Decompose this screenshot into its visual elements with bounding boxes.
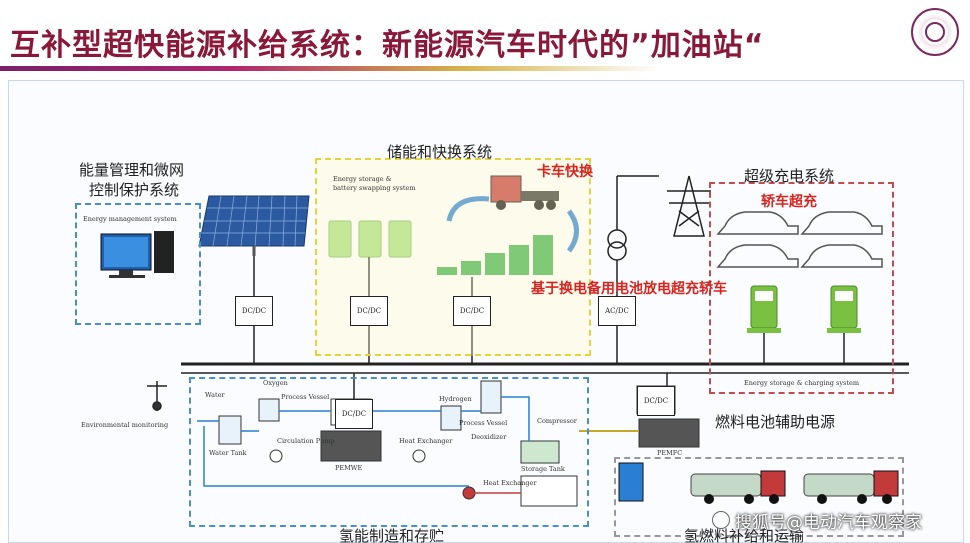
truck-swap-label: 卡车快换 <box>537 164 593 180</box>
compressor-label: Compressor <box>537 417 577 425</box>
circ-pump-label: Circulation Pump <box>277 437 335 445</box>
swap-cycle-icon <box>437 196 579 275</box>
heat-exchanger-2-label: Heat Exchanger <box>483 479 537 487</box>
heat-exchanger-label: Heat Exchanger <box>399 437 453 445</box>
title-underline <box>0 66 660 71</box>
charger-icons <box>747 285 861 333</box>
h2-fuel-label: 氢燃料补给和运输 <box>684 527 805 543</box>
oxygen-label: Oxygen <box>263 379 288 387</box>
hydrogen-production-box <box>189 377 589 527</box>
dcdc-converter-pemfc: DC/DC <box>637 386 675 416</box>
transformer-icon <box>607 175 659 296</box>
solar-panel-icon <box>198 195 310 256</box>
storage-swap-label: 储能和快换系统 <box>387 143 493 161</box>
acdc-converter: AC/DC <box>598 296 636 326</box>
process-vessel-label: Process Vessel <box>281 393 330 401</box>
pemwe-label: PEMWE <box>335 464 363 472</box>
energy-mgmt-label-2: 控制保护系统 <box>89 181 180 199</box>
process-vessel-2-label: Process Vessel <box>459 419 508 427</box>
computer-icon <box>100 231 174 278</box>
electrolysis-system <box>197 380 578 507</box>
storage-tank-label: Storage Tank <box>521 465 565 473</box>
env-monitor-label: Environmental monitoring <box>81 421 169 429</box>
diagram-svg <box>100 175 909 507</box>
hydrogen-label: Hydrogen <box>439 395 472 403</box>
energy-mgmt-label: 能量管理和微网 <box>79 161 185 179</box>
deoxidizer-label: Deoxidizer <box>471 433 507 441</box>
dcdc-converter-1: DC/DC <box>235 296 273 326</box>
energy-management-box <box>75 203 201 325</box>
sedan-icons <box>716 211 883 268</box>
watermark-logo-icon <box>712 511 730 529</box>
swap-note-label: 基于换电备用电池放电超充轿车 <box>531 281 727 297</box>
fc-aux-label: 燃料电池辅助电源 <box>715 413 836 431</box>
truck-icon <box>490 175 559 210</box>
storage-swap-en-2: battery swapping system <box>333 184 416 192</box>
system-diagram: DC/DC DC/DC DC/DC AC/DC DC/DC DC/DC 能量管理… <box>8 80 964 543</box>
water-label: Water <box>205 391 225 399</box>
h2-prod-label: 氢能制造和存贮 <box>339 527 445 543</box>
weather-monitor-icon <box>147 381 167 411</box>
dcdc-converter-electrolyzer: DC/DC <box>335 399 373 429</box>
water-tank-label: Water Tank <box>209 449 247 457</box>
energy-mgmt-system-label: Energy management system <box>83 215 177 223</box>
hydrogen-supply-box <box>614 457 904 537</box>
university-logo-icon <box>911 8 959 56</box>
power-tower-icon <box>667 175 711 237</box>
super-charge-box <box>709 182 894 394</box>
slide-title: 互补型超快能源补给系统：新能源汽车时代的”加油站“ <box>10 28 765 63</box>
watermark-text: 搜狐号@电动汽车观察家 <box>735 513 922 533</box>
storage-swap-en-1: Energy storage & <box>333 175 392 183</box>
car-super-label: 轿车超充 <box>761 194 817 210</box>
super-charge-label: 超级充电系统 <box>744 167 835 185</box>
dcdc-converter-3: DC/DC <box>453 296 491 326</box>
hydrogen-truck-icons <box>618 462 899 504</box>
pemfc-label: PEMFC <box>657 449 683 457</box>
storage-charging-label: Energy storage & charging system <box>744 379 859 387</box>
dcdc-converter-2: DC/DC <box>350 296 388 326</box>
battery-bank-icon <box>328 220 412 258</box>
